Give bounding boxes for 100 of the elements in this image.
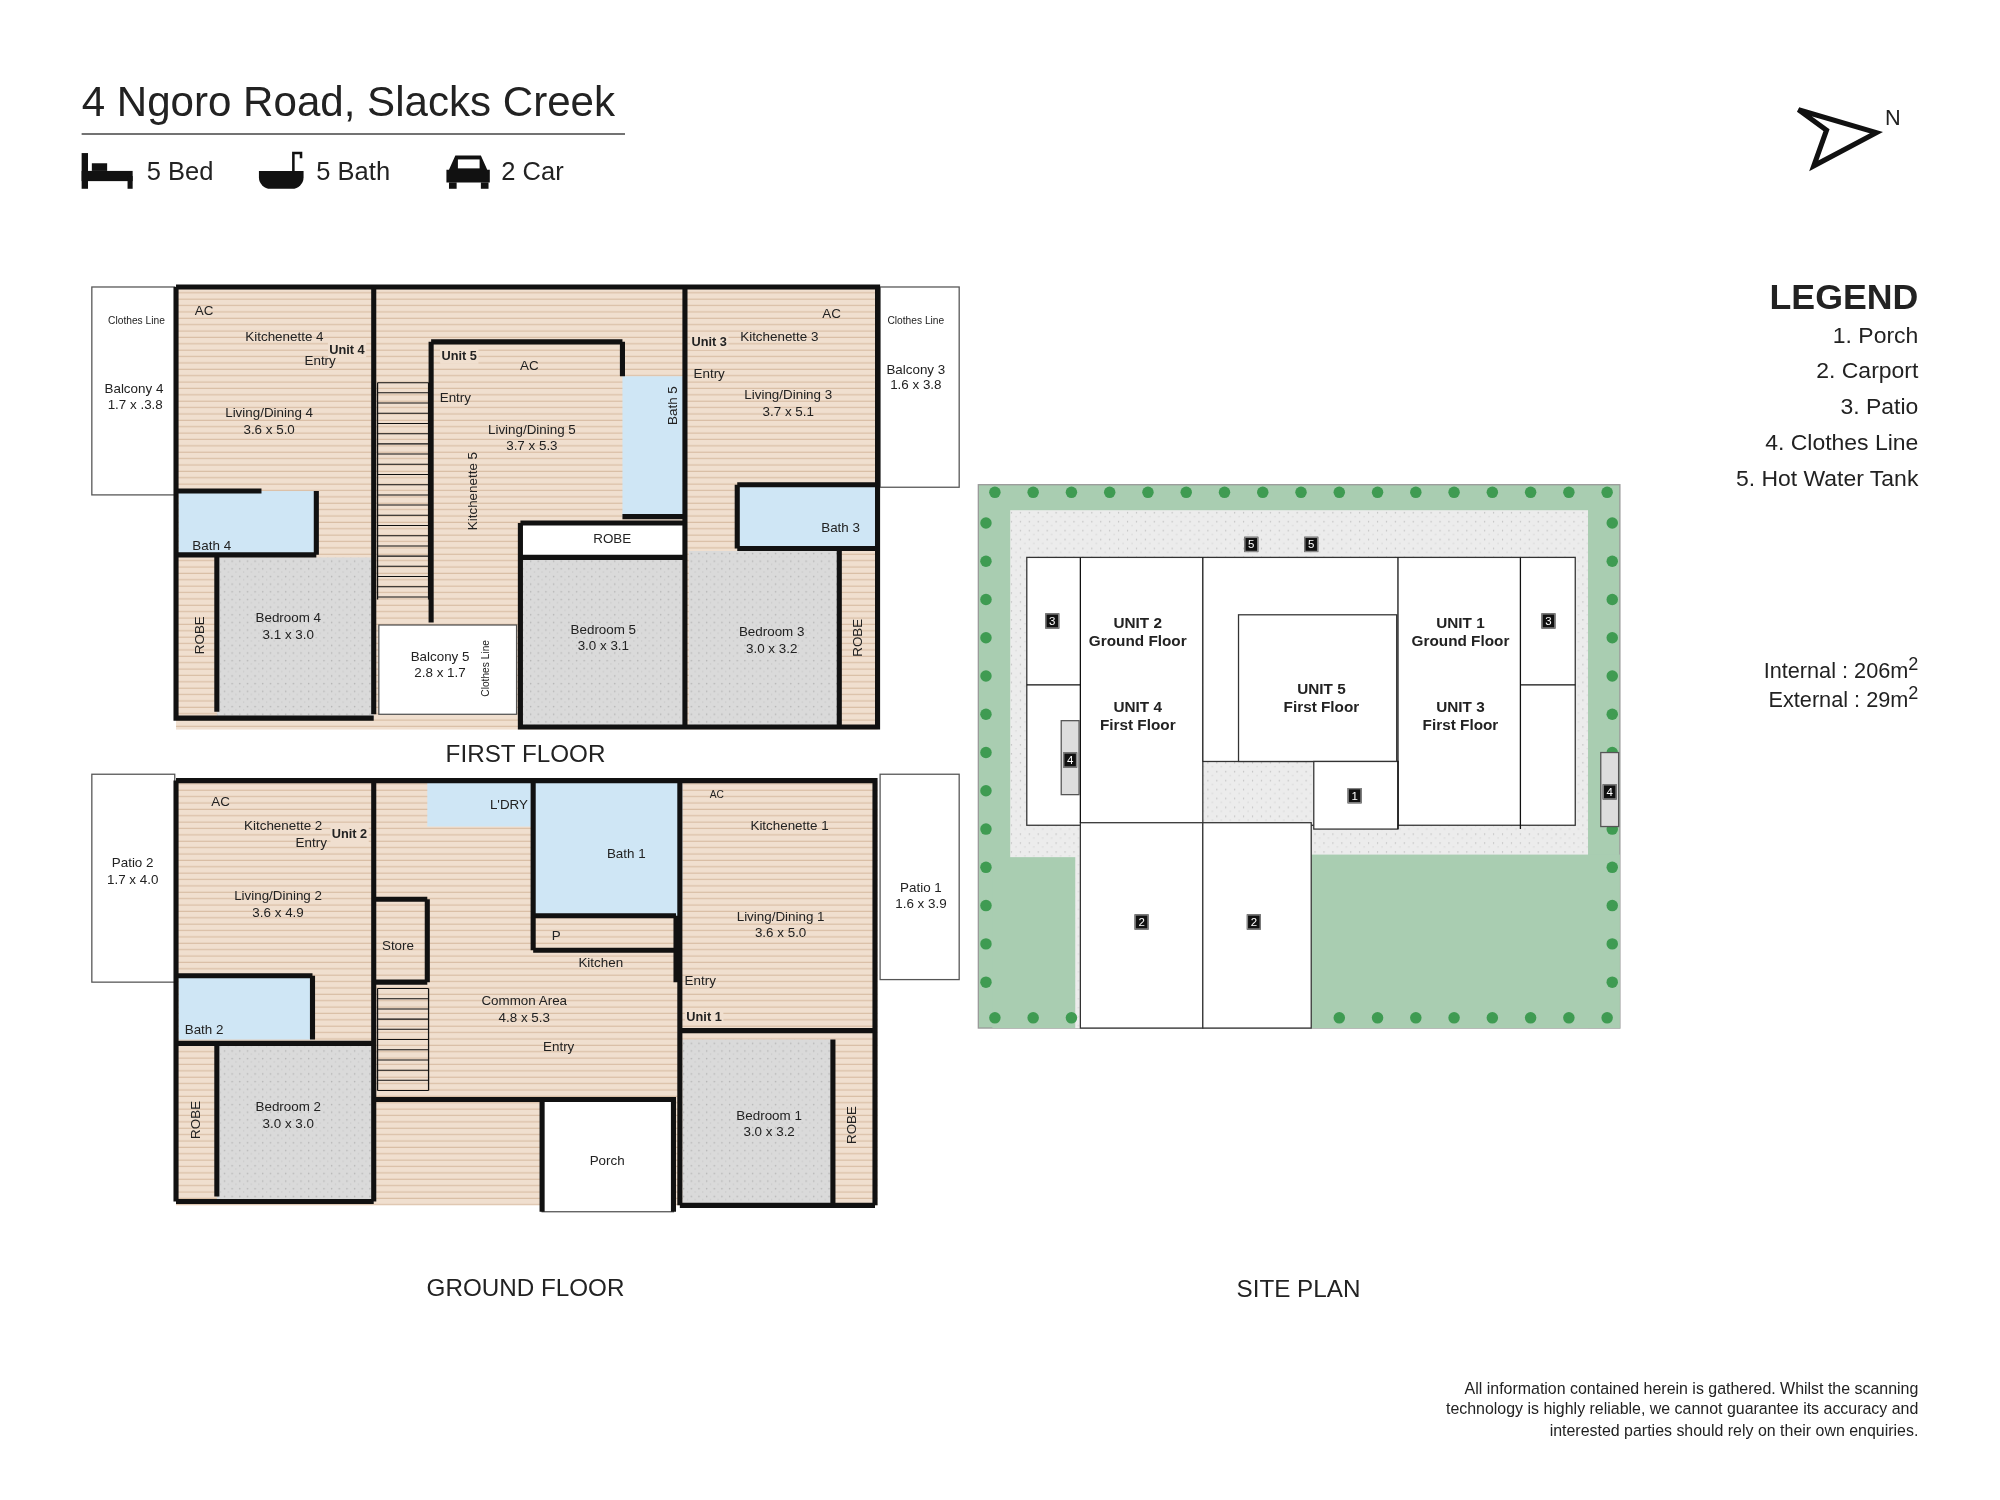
room-label: Balcony 3 [886,360,946,377]
unit-label: UNIT 1 Ground Floor [1410,615,1511,651]
dimension-label: 1.6 x 3.8 [890,376,942,392]
dimension-label: 3.6 x 4.9 [252,904,304,920]
room-label: Kitchen [578,954,624,970]
unit-label: UNIT 4 First Floor [1098,699,1177,735]
room-label: Entry [439,389,471,405]
callout-number: 3 [1541,613,1556,630]
dimension-label: 1.7 x 4.0 [106,871,159,887]
room-label: Balcony 4 [104,380,164,396]
area-label: Internal : 206m$^{2}$ [1763,652,1919,684]
unit-label: Unit 4 [327,342,366,357]
dimension-label: 1.7 x .3.8 [107,396,163,413]
page-title: 4 Ngoro Road, Slacks Creek [81,77,616,127]
room-label: Patio 2 [111,854,154,870]
room-label: ROBE [593,530,632,546]
room-label: Entry [684,971,716,988]
legend-item: 1. Porch [1832,322,1919,349]
room-label: Bath 1 [606,845,646,861]
room-label: P [551,927,561,943]
room-label: Kitchenette 3 [740,327,819,344]
room-label: Bedroom 1 [736,1107,802,1123]
legend-heading: LEGEND [1769,276,1919,318]
callout-number: 5 [1244,536,1259,553]
room-label: Porch [589,1151,625,1168]
plan-title: GROUND FLOOR [426,1274,625,1303]
fixture-label: Clothes Line [108,315,165,328]
callout-number: 3 [1045,613,1060,630]
legend-item: 4. Clothes Line [1765,429,1919,456]
callout-number: 2 [1246,914,1261,931]
room-label: Bath 2 [184,1021,224,1038]
plan-title: SITE PLAN [1236,1275,1361,1304]
room-label: Living/Dining 4 [225,404,314,420]
unit-label: UNIT 5 First Floor [1282,681,1361,717]
room-label: AC [211,793,230,809]
room-label: Living/Dining 5 [487,420,576,437]
callout-number: 5 [1304,536,1319,553]
room-label: Bedroom 2 [255,1098,322,1114]
room-label: Bedroom 4 [255,609,322,626]
unit-label: Unit 2 [330,826,369,842]
feature-label: 5 Bath [316,157,391,187]
unit-label: Unit 1 [685,1009,724,1024]
room-label: Living/Dining 2 [234,887,322,904]
room-label: ROBE [187,1100,203,1139]
unit-label: UNIT 2 Ground Floor [1087,615,1188,651]
callout-number: 4 [1602,784,1617,800]
room-label: Kitchenette 4 [245,327,324,344]
dimension-label: 3.0 x 3.2 [743,1123,795,1140]
disclaimer-text: All information contained herein is gathered. Whilst the scanning technology is highly reliable, we cannot guarantee its accuracy and interested parties should rely on their own enquiries. [1444,1378,1919,1441]
legend-item: 5. Hot Water Tank [1735,465,1919,492]
dimension-label: 3.7 x 5.1 [762,403,814,419]
legend-item: 2. Carport [1816,358,1919,385]
room-label: L'DRY [489,795,528,812]
room-label: Bath 4 [192,536,232,553]
room-label: Bedroom 5 [570,621,637,637]
room-label: ROBE [191,616,207,655]
room-label: Patio 1 [900,878,942,895]
room-label: ROBE [843,1106,859,1144]
room-label: Kitchenette 1 [750,817,829,833]
dimension-label: 3.0 x 3.0 [262,1114,314,1131]
legend-item: 3. Patio [1840,393,1919,421]
room-label: AC [520,357,539,373]
dimension-label: 3.1 x 3.0 [262,626,314,642]
callout-number: 4 [1063,752,1078,769]
compass-label: N [1885,106,1901,132]
room-label: AC [822,304,841,321]
dimension-label: 2.8 x 1.7 [414,664,466,680]
room-label: AC [709,788,724,801]
fixture-label: Clothes Line [887,315,945,328]
feature-label: 2 Car [501,157,564,187]
room-label: Entry [295,834,327,850]
dimension-label: 3.0 x 3.2 [746,640,798,656]
unit-label: UNIT 3 First Floor [1421,699,1500,735]
room-label: Kitchenette 2 [244,817,323,833]
area-label: External : 29m$^{2}$ [1768,682,1919,714]
dimension-label: 3.0 x 3.1 [577,637,629,654]
room-label: Bath 5 [664,386,680,425]
room-label: Bath 3 [821,519,860,535]
plan-title: FIRST FLOOR [445,739,606,768]
callout-number: 2 [1134,914,1149,931]
room-label: Living/Dining 3 [744,386,833,402]
room-label: Entry [543,1038,575,1054]
room-label: Balcony 5 [410,647,470,664]
room-label: ROBE [849,618,865,657]
room-label: Entry [693,364,725,381]
fixture-label: Clothes Line [480,640,492,697]
room-label: AC [194,302,214,318]
room-label: Bedroom 3 [738,623,805,640]
callout-number: 1 [1347,788,1362,804]
dimension-label: 3.7 x 5.3 [506,437,558,453]
dimension-label: 1.6 x 3.9 [895,895,947,911]
dimension-label: 4.8 x 5.3 [498,1008,550,1025]
unit-label: Unit 5 [440,348,479,364]
dimension-label: 3.6 x 5.0 [243,420,295,437]
feature-label: 5 Bed [146,157,214,187]
room-label: Living/Dining 1 [736,908,825,924]
room-label: Kitchenette 5 [464,452,480,531]
dimension-label: 3.6 x 5.0 [754,924,807,941]
room-label: Common Area [481,992,568,1008]
room-label: Store [381,937,414,953]
